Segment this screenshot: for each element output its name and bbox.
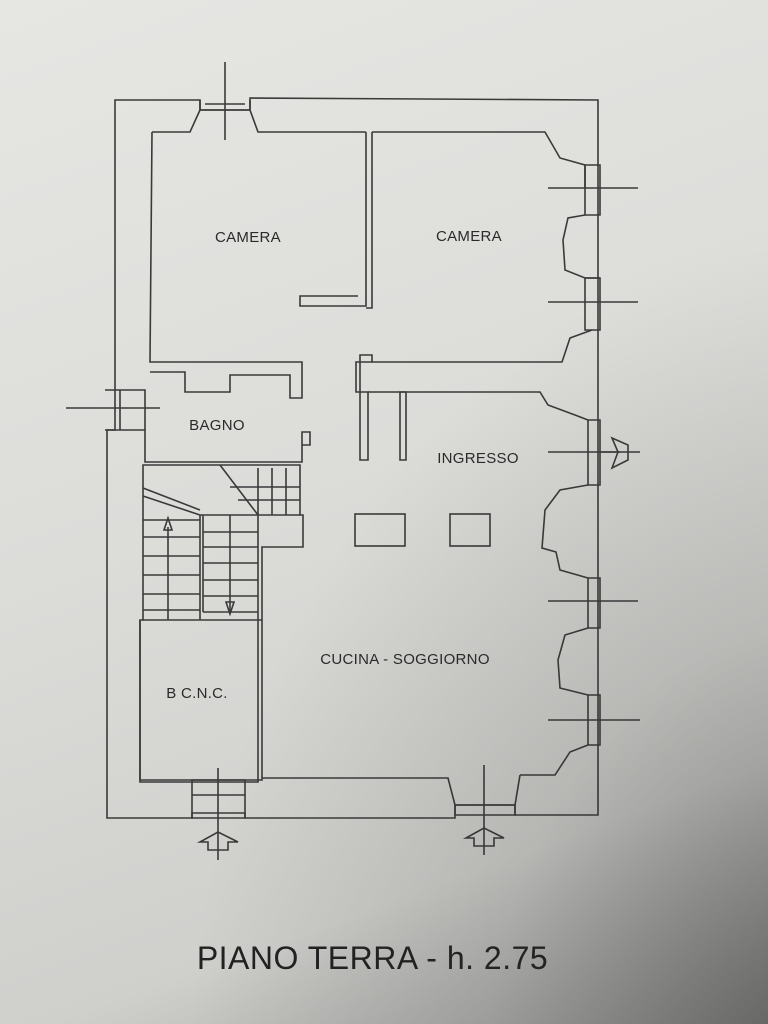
bagno-walls (144, 430, 311, 463)
camera-left-walls (149, 131, 303, 399)
outer-wall (106, 97, 599, 819)
label-camera-right: CAMERA (436, 228, 502, 245)
camera-right-walls (366, 132, 373, 309)
label-cucina-soggiorno: CUCINA - SOGGIORNO (320, 651, 490, 668)
entrance-right (262, 765, 521, 855)
label-camera-left: CAMERA (215, 229, 281, 246)
plan-caption: PIANO TERRA - h. 2.75 (196, 940, 549, 976)
label-bcnc: B C.N.C. (166, 685, 228, 702)
staircase (139, 464, 304, 781)
pillar-left (354, 513, 406, 547)
window-left (105, 389, 146, 431)
pillar-right (449, 513, 491, 547)
right-windows (520, 164, 640, 776)
label-ingresso: INGRESSO (437, 450, 519, 467)
label-bagno: BAGNO (189, 417, 245, 434)
ingresso-walls (368, 391, 589, 421)
